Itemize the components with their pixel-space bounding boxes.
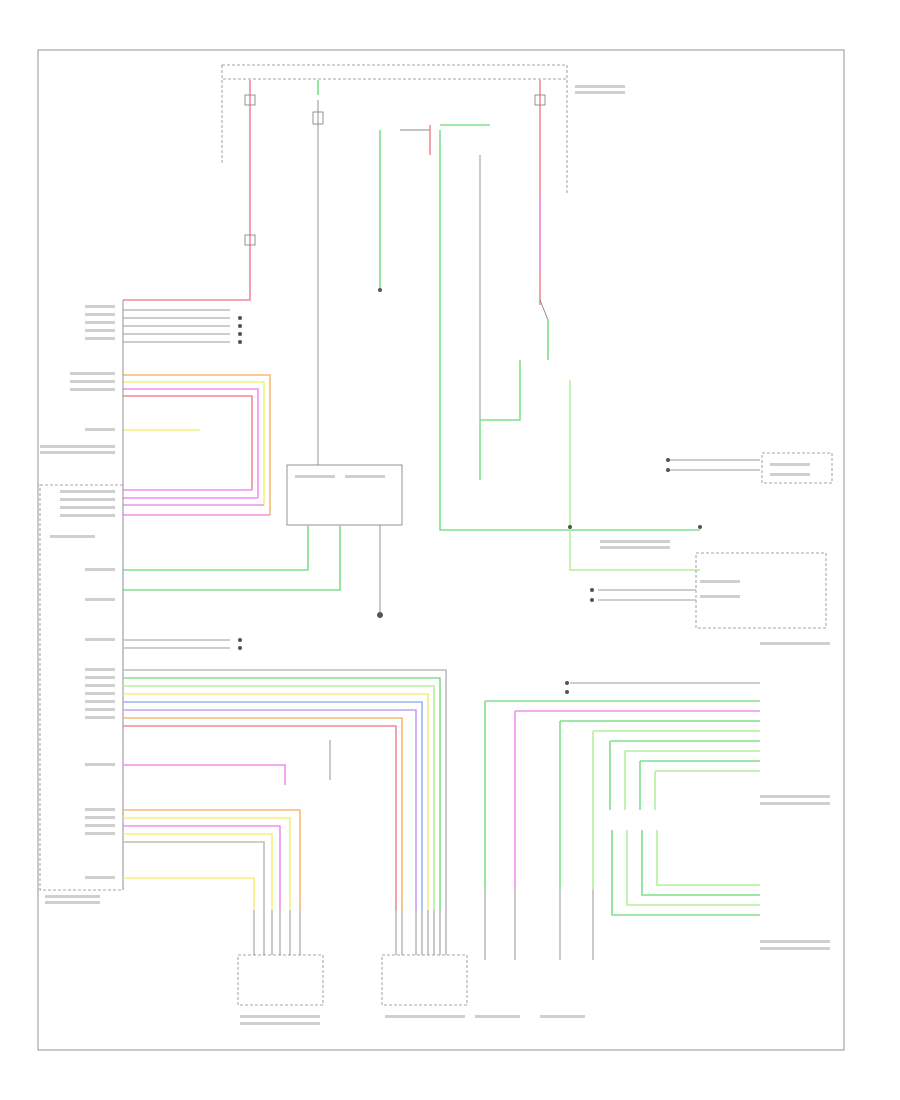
label-placeholders	[40, 85, 830, 1025]
power-distribution-box-top	[221, 64, 568, 80]
center-module-box	[123, 464, 403, 618]
right-switch-column	[479, 299, 700, 571]
left-main-module	[39, 300, 447, 910]
blue-wire	[123, 701, 423, 910]
bottom-connectors	[237, 890, 594, 1006]
left-upper-connector	[123, 309, 271, 516]
right-sensor-block	[484, 681, 760, 916]
green-sensor-wire-1	[484, 700, 760, 890]
lightgreen-wire-right	[569, 380, 700, 571]
red-feed-left-fuse	[123, 80, 251, 301]
green-wire-brake-signal	[123, 525, 309, 571]
front-connector	[381, 954, 468, 1006]
rear-connector	[237, 954, 324, 1006]
powertrain-module-outline	[39, 484, 124, 891]
center-module	[286, 464, 403, 526]
lamp-connector	[695, 552, 827, 629]
right-lamp-block	[590, 452, 833, 629]
green-wire-to-lamp	[439, 130, 700, 531]
diagram-frame	[37, 49, 845, 1051]
top-fuse-section	[123, 64, 700, 531]
orange-wire-upper	[123, 374, 271, 515]
gray-bus-wire	[123, 669, 447, 910]
